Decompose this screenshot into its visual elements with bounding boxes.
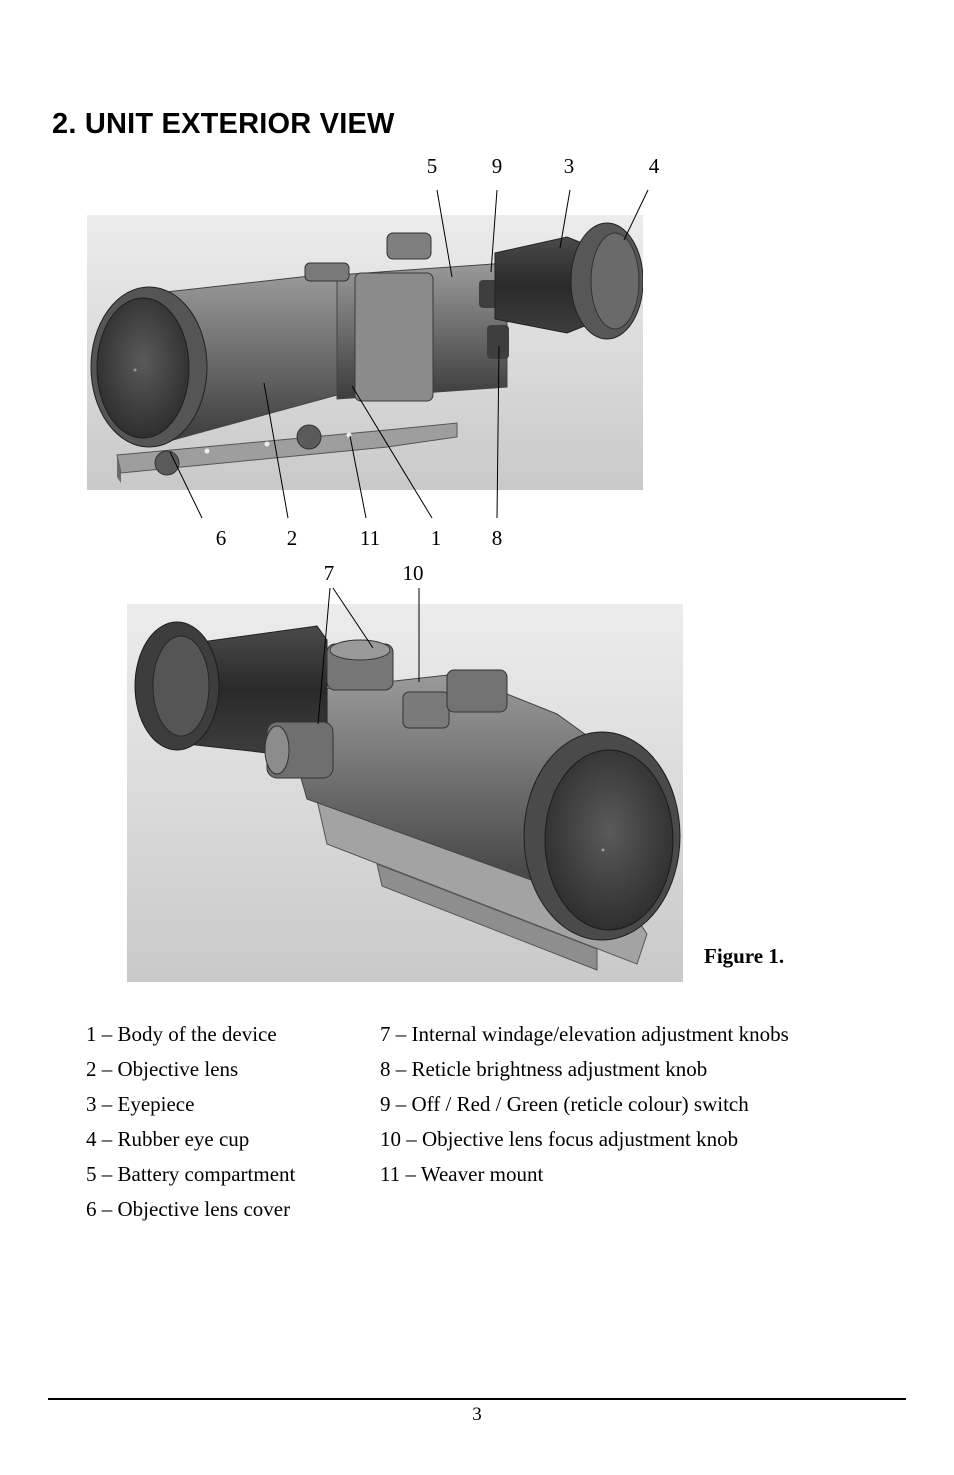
callout-5: 5 [426,154,438,178]
callout-2: 2 [286,526,298,550]
callout-10: 10 [402,561,424,585]
legend-item-9: 9 – Off / Red / Green (reticle colour) s… [380,1092,749,1116]
legend-item-5: 5 – Battery compartment [86,1162,296,1186]
footer-rule [48,1398,906,1400]
legend-item-1: 1 – Body of the device [86,1022,277,1046]
section-heading: 2. UNIT EXTERIOR VIEW [52,108,395,140]
scope-side-view-image [87,215,643,490]
legend-item-6: 6 – Objective lens cover [86,1197,291,1221]
callout-4: 4 [648,154,660,178]
legend-left-column: 1 – Body of the device 2 – Objective len… [86,1017,295,1227]
legend-item-2: 2 – Objective lens [86,1057,239,1081]
callout-7: 7 [323,561,335,585]
callout-8: 8 [491,526,503,550]
legend-item-3: 3 – Eyepiece [86,1092,195,1116]
legend-item-4: 4 – Rubber eye cup [86,1127,250,1151]
legend-right-column: 7 – Internal windage/elevation adjustmen… [380,1017,789,1192]
figure-caption: Figure 1. [704,944,785,968]
callout-6: 6 [215,526,227,550]
legend-item-7: 7 – Internal windage/elevation adjustmen… [380,1022,789,1046]
callout-1: 1 [430,526,442,550]
legend-item-10: 10 – Objective lens focus adjustment kno… [380,1127,739,1151]
callout-9: 9 [491,154,503,178]
legend-item-11: 11 – Weaver mount [380,1162,544,1186]
page-number: 3 [472,1404,482,1425]
scope-rear-view-image [127,604,683,982]
legend-item-8: 8 – Reticle brightness adjustment knob [380,1057,708,1081]
callout-3: 3 [563,154,575,178]
scope-side-view-drawing [87,215,643,490]
scope-rear-view-drawing [127,604,683,982]
callout-11: 11 [359,526,381,550]
